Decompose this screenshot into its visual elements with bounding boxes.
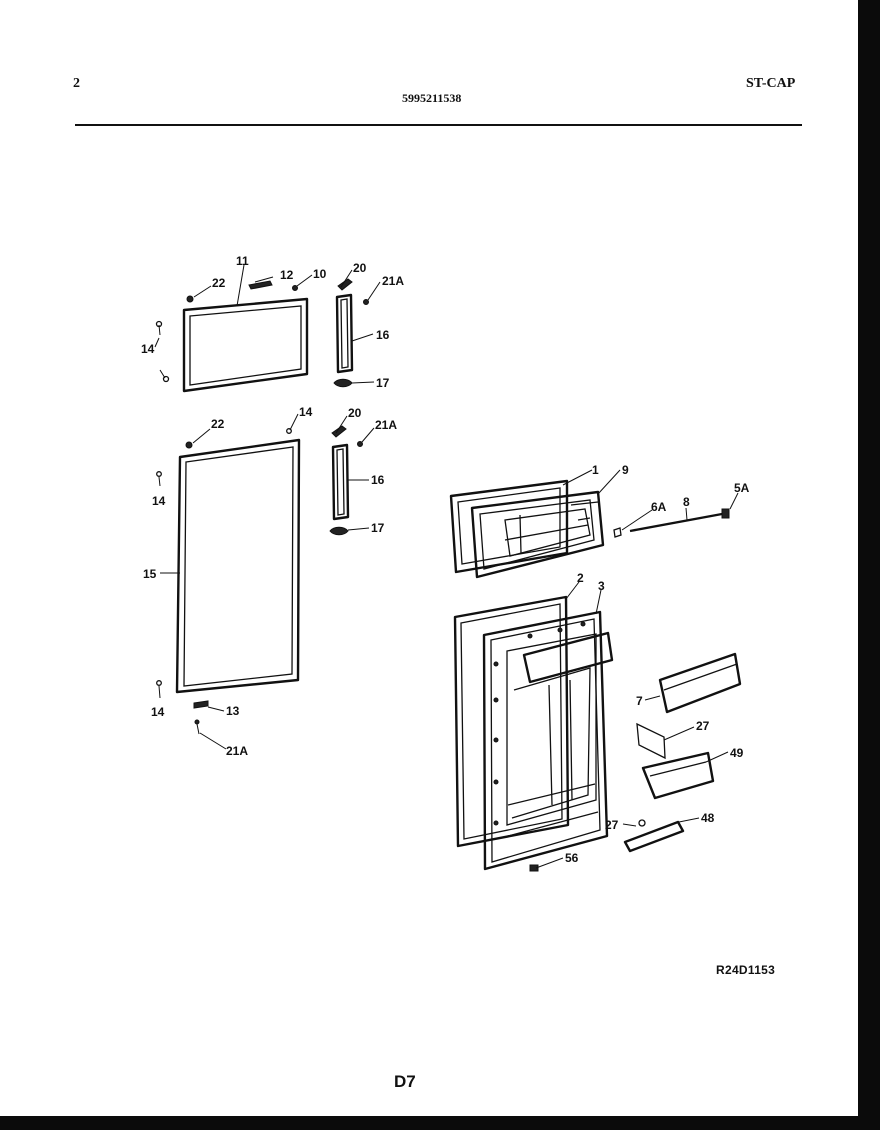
label-16-lower: 16	[371, 473, 385, 487]
label-17-top: 17	[376, 376, 390, 390]
leader-lines	[154, 264, 739, 869]
part-27-clip	[636, 722, 666, 760]
figure-code: R24D1153	[716, 963, 776, 977]
label-15: 15	[143, 567, 157, 581]
label-5A: 5A	[734, 481, 750, 495]
part-17-endcap-top	[333, 378, 353, 388]
label-8: 8	[683, 495, 690, 509]
page-number: 2	[73, 76, 80, 91]
label-22-top: 22	[212, 276, 226, 290]
part-22-screw-top	[186, 295, 194, 303]
part-22-screw-lower	[185, 441, 193, 449]
label-27-lower: 27	[605, 818, 619, 832]
label-9: 9	[622, 463, 629, 477]
part-14-screw-head-lower	[162, 375, 170, 383]
part-labels: 11 12 10 22 20 21A 16 17 14 22 14 20 21A…	[141, 254, 750, 865]
freezer-door-gasket	[182, 297, 309, 393]
part-14-screw-b	[286, 428, 292, 434]
label-17-lower: 17	[371, 521, 385, 535]
label-14-lower: 14	[299, 405, 313, 419]
label-3: 3	[598, 579, 605, 593]
label-14-left: 14	[152, 494, 166, 508]
section-code: ST-CAP	[746, 76, 796, 91]
part-14-screw-d-shaft	[158, 685, 161, 699]
label-27-upper: 27	[696, 719, 710, 733]
label-21A-top: 21A	[382, 274, 404, 288]
part-8-rod	[613, 508, 730, 538]
part-17-endcap-lower	[329, 526, 349, 536]
part-56-screw	[529, 864, 539, 872]
label-48: 48	[701, 811, 715, 825]
scan-border-right	[858, 0, 880, 1130]
part-49-bin	[641, 751, 715, 800]
part-14-screw-d	[156, 680, 162, 686]
fresh-food-door-liner	[453, 595, 614, 871]
fresh-food-handle	[331, 443, 350, 521]
label-7: 7	[636, 694, 643, 708]
part-21A-screw-top	[363, 299, 369, 305]
label-1: 1	[592, 463, 599, 477]
part-10-screw	[292, 285, 298, 291]
part-14-screw-c-shaft	[158, 476, 161, 487]
part-14-screw-c	[156, 471, 162, 477]
label-6A: 6A	[651, 500, 667, 514]
part-6A-cap	[613, 527, 622, 538]
part-48-bin	[623, 819, 685, 853]
label-21A-bottom: 21A	[226, 744, 248, 758]
freezer-handle	[335, 293, 354, 374]
header-rule	[75, 124, 802, 126]
part-14-screws-top	[158, 324, 166, 379]
page-code: D7	[394, 1072, 416, 1091]
label-13: 13	[226, 704, 240, 718]
label-56: 56	[565, 851, 579, 865]
scan-border-bottom	[0, 1116, 880, 1130]
part-21A-screw-lower	[357, 441, 363, 447]
part-13-bracket	[193, 700, 209, 709]
label-14-top: 14	[141, 342, 155, 356]
label-20-lower: 20	[348, 406, 362, 420]
label-12: 12	[280, 268, 294, 282]
part-21A-screw-head	[194, 719, 200, 725]
part-7-bar	[658, 652, 742, 714]
fresh-food-door-gasket	[175, 438, 301, 694]
part-21A-screw-bottom	[196, 723, 200, 735]
label-11: 11	[236, 254, 249, 268]
label-22-lower: 22	[211, 417, 225, 431]
part-12-strip	[248, 280, 273, 290]
label-49: 49	[730, 746, 744, 760]
label-21A-lower: 21A	[375, 418, 397, 432]
label-20-top: 20	[353, 261, 367, 275]
freezer-door-liner	[449, 479, 605, 579]
label-16-top: 16	[376, 328, 390, 342]
part-5A-cap	[721, 508, 730, 519]
part-14-screw-head	[155, 320, 163, 328]
label-2: 2	[577, 571, 584, 585]
label-10: 10	[313, 267, 327, 281]
label-14-bottom: 14	[151, 705, 165, 719]
model-number: 5995211538	[402, 91, 462, 105]
